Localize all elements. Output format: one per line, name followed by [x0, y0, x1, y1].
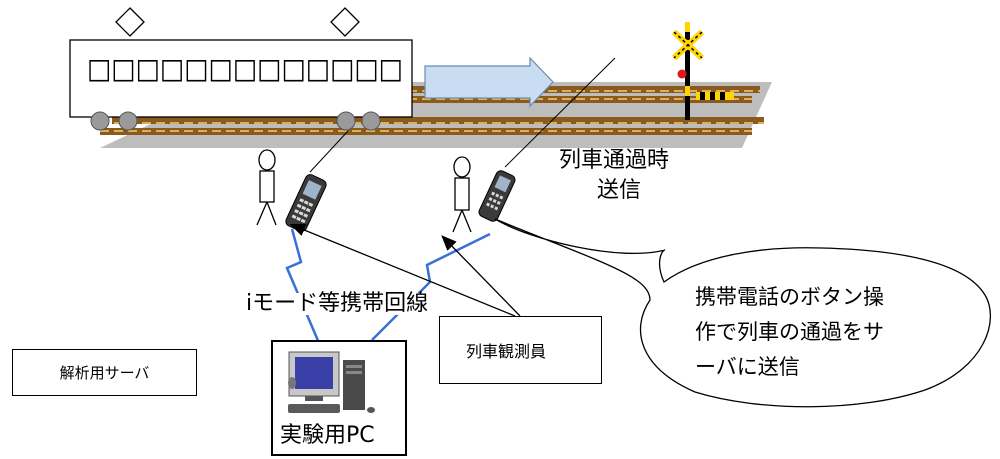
observer-figure-2-icon — [452, 156, 472, 233]
analysis-server-text: 解析用サーバ — [59, 364, 150, 382]
mobile-phone-1-icon — [285, 174, 327, 232]
speech-bubble-line2: 作で列車の通過をサ — [695, 320, 884, 344]
direction-arrow — [424, 56, 554, 108]
train-observer-text: 列車観測員 — [466, 342, 547, 361]
pantograph-right-icon — [330, 7, 360, 37]
crossing-signal-icon — [671, 22, 734, 120]
analysis-server-label: 解析用サーバ — [12, 349, 197, 396]
train-observer-label: 列車観測員 — [439, 316, 602, 384]
train-windows: □□□□□□□□□□□□□ — [87, 52, 403, 85]
observer-figure-1-icon — [256, 149, 277, 226]
mobile-phone-2-icon — [478, 170, 516, 222]
pass-time-send-line2: 送信 — [597, 178, 642, 203]
imode-line-label: iモード等携帯回線 — [246, 291, 429, 316]
pc-label: 実験用PC — [280, 423, 375, 448]
arrow-to-phone-2 — [441, 235, 521, 317]
arrow-to-phone-1 — [289, 223, 516, 317]
speech-bubble-shape — [494, 218, 992, 408]
train-wheels — [90, 111, 381, 131]
lower-track — [100, 117, 764, 135]
pass-time-send-line1: 列車通過時 — [559, 148, 670, 173]
upper-track — [400, 86, 760, 103]
train-body — [69, 39, 413, 118]
phone2-antenna-line — [504, 57, 616, 168]
phone1-antenna-line — [309, 130, 349, 173]
pantograph-left-icon — [115, 7, 145, 37]
speech-bubble-line1: 携帯電話のボタン操 — [695, 285, 884, 309]
speech-bubble-line3: ーバに送信 — [695, 355, 800, 379]
computer-icon — [288, 351, 375, 413]
wireless-signal-1-icon — [285, 228, 321, 344]
